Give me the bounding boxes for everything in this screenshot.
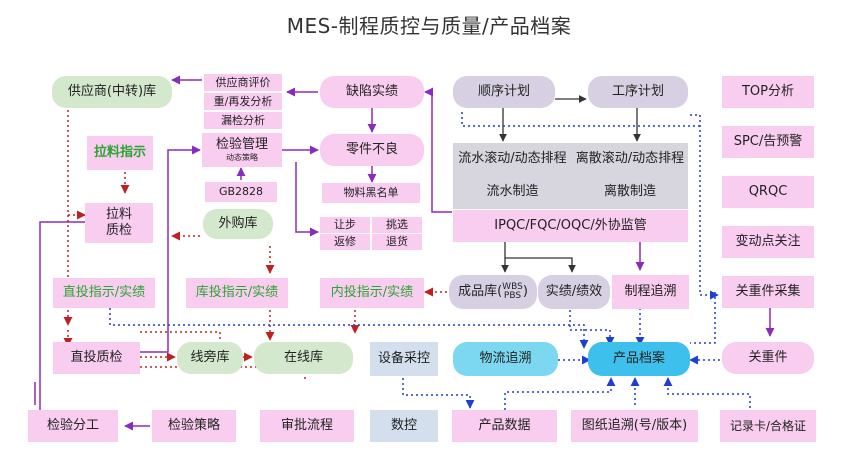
inspection-mgmt-node: 检验管理 动态策略 [202,133,282,167]
concession-node: 让步 [320,217,370,233]
flow-scheduling-node: 流水滚动/动态排程 [453,143,572,175]
pbs-label: PBS [503,291,522,301]
pull-instruction-node: 拉料指示 [87,136,153,170]
inspection-mgmt-label: 检验管理 [215,137,268,153]
ipqc-node: IPQC/FQC/OQC/外协监管 [453,210,688,242]
process-plan-node: 工序计划 [588,76,688,108]
gb2828-node: GB2828 [205,182,277,202]
product-data-node: 产品数据 [452,410,557,442]
product-archive-node: 产品档案 [588,342,690,376]
spc-alert-node: SPC/告预警 [722,126,814,158]
discrete-manufacturing-node: 离散制造 [572,175,688,209]
supplier-warehouse-node: 供应商(中转)库 [52,76,172,108]
wbs-label: WBS [502,282,523,292]
equipment-monitor-node: 设备采控 [370,342,438,376]
record-card-node: 记录卡/合格证 [720,410,816,442]
purchase-warehouse-node: 外购库 [203,209,273,239]
qrqc-node: QRQC [722,176,814,208]
pull-inspection-line1: 拉料 [105,207,132,223]
finished-goods-node: 成品库( WBS PBS ) [449,275,537,309]
discrete-scheduling-node: 离散滚动/动态排程 [572,143,688,175]
inspection-strategy-node: 检验策略 [152,410,236,442]
top-analysis-node: TOP分析 [722,76,814,108]
dynamic-strategy-label: 动态策略 [226,153,258,162]
direct-inspection-node: 直投质检 [53,342,140,374]
rework-node: 返修 [320,234,370,250]
online-warehouse-node: 在线库 [254,342,353,374]
approval-flow-node: 审批流程 [260,410,354,442]
performance-node: 实绩/绩效 [538,275,610,309]
sequence-plan-node: 顺序计划 [453,76,555,108]
wbs-pbs-stack: WBS PBS [502,283,523,301]
process-trace-node: 制程追溯 [612,275,689,309]
logistics-trace-node: 物流追溯 [453,342,558,376]
internal-instruction-node: 内投指示/实绩 [320,278,424,308]
finished-goods-label: 成品库( [458,284,503,300]
line-side-warehouse-node: 线旁库 [177,342,243,374]
missed-inspection-node: 漏检分析 [204,112,282,129]
pull-inspection-line2: 质检 [105,223,132,238]
inspection-assign-node: 检验分工 [28,410,118,442]
return-goods-node: 退货 [372,234,422,250]
blue-dotted-arrows [109,112,751,410]
warehouse-instruction-node: 库投指示/实绩 [186,278,288,308]
page-title: MES-制程质控与质量/产品档案 [286,14,572,38]
repeat-analysis-node: 重/再发分析 [204,93,282,110]
material-blacklist-node: 物料黑名单 [322,183,420,203]
drawing-trace-node: 图纸追溯(号/版本) [571,410,698,442]
key-parts-collect-node: 关重件采集 [722,276,814,308]
finished-goods-close: ) [522,284,528,300]
defect-followup-node: 缺陷实绩 [320,76,424,108]
pull-inspection-node: 拉料 质检 [85,203,153,243]
purple-flow-arrows [34,75,775,431]
flow-manufacturing-node: 流水制造 [453,175,572,209]
direct-instruction-node: 直投指示/实绩 [53,278,155,308]
change-point-node: 变动点关注 [722,226,814,258]
cnc-node: 数控 [370,410,438,442]
dark-flow-arrows [499,95,641,273]
supplier-eval-node: 供应商评价 [204,74,282,91]
key-parts-node: 关重件 [722,342,814,374]
parts-defect-node: 零件不良 [320,134,424,166]
pick-select-node: 挑选 [372,217,422,233]
